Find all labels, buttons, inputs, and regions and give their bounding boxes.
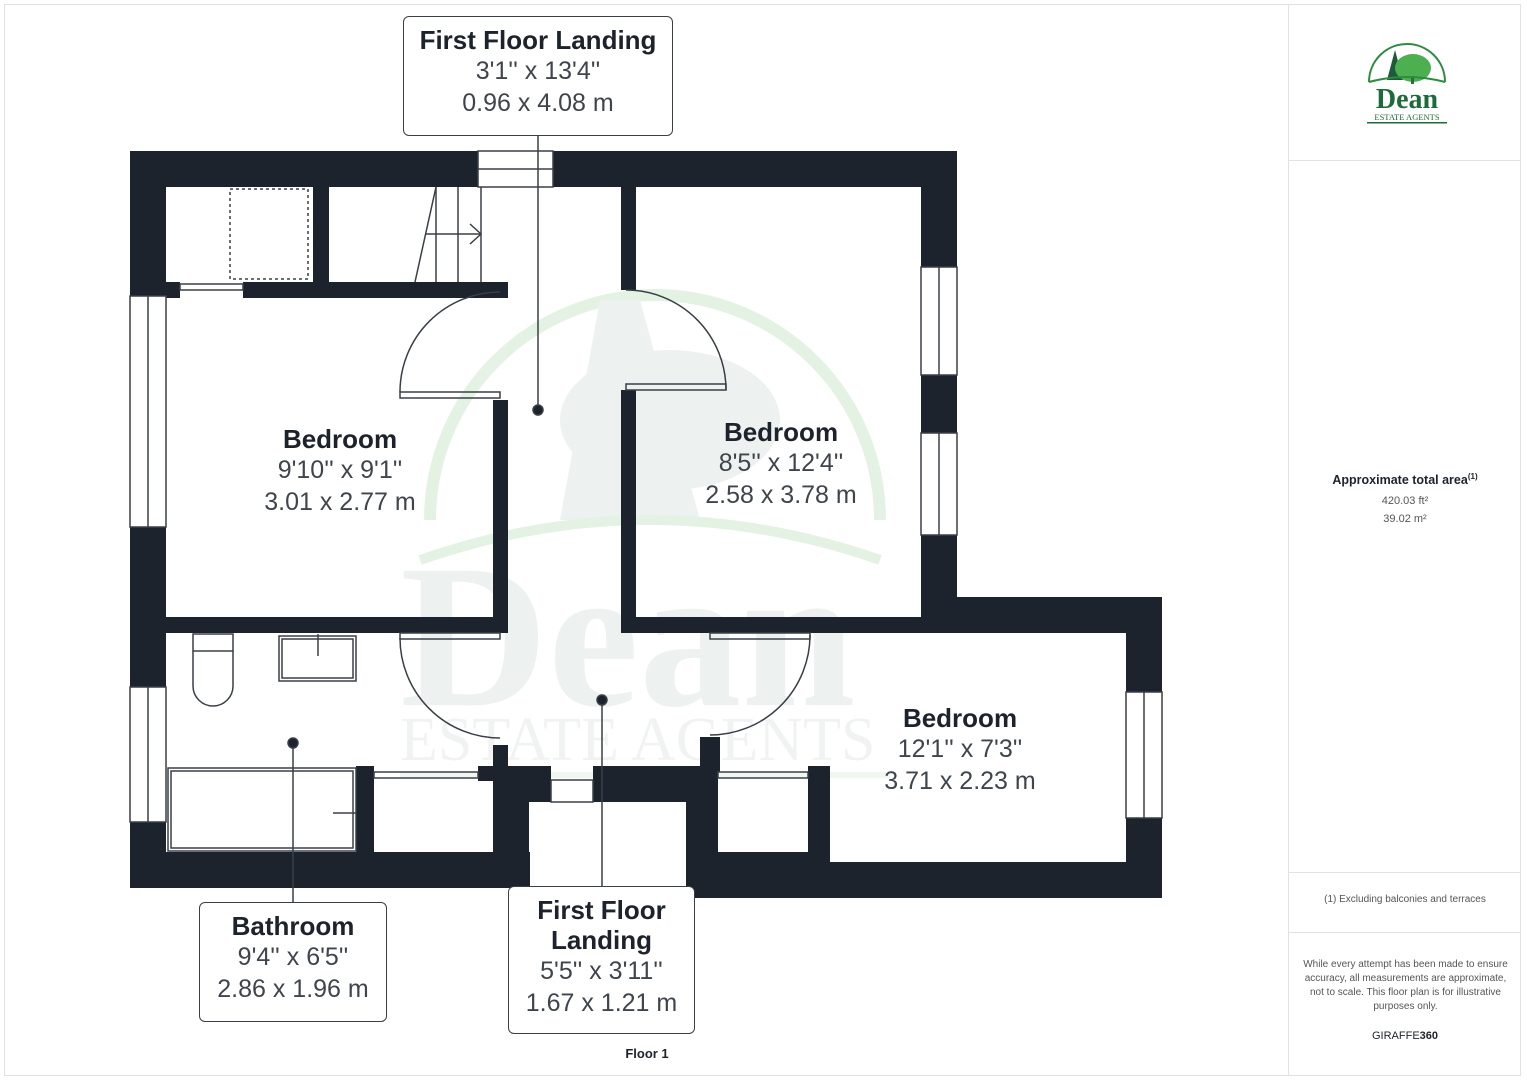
room-dimensions-imperial: 12'1'' x 7'3'' [897,735,1023,763]
door-bedroom-bottom [709,634,811,736]
label-bedroom-right: Bedroom 8'5'' x 12'4'' 2.58 x 3.78 m [661,417,901,511]
sink-icon [278,634,357,682]
disclaimer: While every attempt has been made to ens… [1303,959,1508,1012]
room-name: Bedroom [902,703,1018,733]
area-metric: 39.02 m² [1383,513,1427,526]
cupboard-icon [229,188,309,280]
floor-plan: Dean ESTATE AGENTS [129,136,1163,902]
room-dimensions-metric: 3.01 x 2.77 m [264,488,416,516]
walls [130,151,1162,898]
room-dimensions-metric: 3.71 x 2.23 m [884,767,1036,795]
room-name: Bedroom [282,424,398,454]
door-bedroom-left [399,291,501,393]
svg-text:ESTATE AGENTS: ESTATE AGENTS [1374,112,1439,122]
room-name: Bathroom [231,911,355,941]
room-dimensions-imperial: 3'1'' x 13'4'' [475,57,601,85]
stairs-icon [414,186,483,283]
area-summary: Approximate total area(1) 420.03 ft² 39.… [1289,472,1521,525]
room-dimensions-imperial: 8'5'' x 12'4'' [718,449,844,477]
watermark-logo-icon: Dean ESTATE AGENTS [400,289,890,778]
page-frame [4,4,1521,1076]
label-bathroom: Bathroom 9'4'' x 6'5'' 2.86 x 1.96 m [199,902,387,1022]
label-landing-bottom: First Floor Landing 5'5'' x 3'11'' 1.67 … [508,886,695,1034]
room-dimensions-imperial: 5'5'' x 3'11'' [540,957,663,985]
room-name-line1: First Floor [537,895,666,925]
room-name: Bedroom [723,417,839,447]
room-dimensions-metric: 0.96 x 4.08 m [462,89,614,117]
toilet-icon [192,633,234,707]
svg-text:ESTATE AGENTS: ESTATE AGENTS [400,706,876,774]
door-bathroom [399,637,501,739]
floor-label: Floor 1 [625,1046,669,1061]
room-dimensions-metric: 2.58 x 3.78 m [705,481,857,509]
label-bedroom-left: Bedroom 9'10'' x 9'1'' 3.01 x 2.77 m [220,424,460,518]
door-bedroom-right [625,289,727,391]
svg-text:Dean: Dean [1376,84,1439,115]
room-name-line2: Landing [550,925,653,955]
sidebar: Dean ESTATE AGENTS Approximate total are… [1288,4,1521,1076]
room-dimensions-imperial: 9'10'' x 9'1'' [277,456,403,484]
tree-logo-icon: Dean ESTATE AGENTS [1361,36,1453,128]
footnote: (1) Excluding balconies and terraces [1324,894,1486,905]
giraffe360-brand: GIRAFFE360 [1371,1030,1439,1042]
area-title: Approximate total area(1) [1332,472,1478,488]
label-bedroom-bottom: Bedroom 12'1'' x 7'3'' 3.71 x 2.23 m [840,703,1080,797]
bathtub-icon [167,767,357,852]
divider [1289,932,1521,933]
room-name: First Floor Landing [419,25,657,55]
room-dimensions-metric: 1.67 x 1.21 m [525,989,678,1017]
room-dimensions-imperial: 9'4'' x 6'5'' [237,943,349,971]
divider [1289,160,1521,161]
area-imperial: 420.03 ft² [1381,495,1429,508]
room-dimensions-metric: 2.86 x 1.96 m [217,975,369,1003]
label-landing-top: First Floor Landing 3'1'' x 13'4'' 0.96 … [403,16,673,136]
divider [1289,872,1521,873]
windows [129,150,1163,823]
